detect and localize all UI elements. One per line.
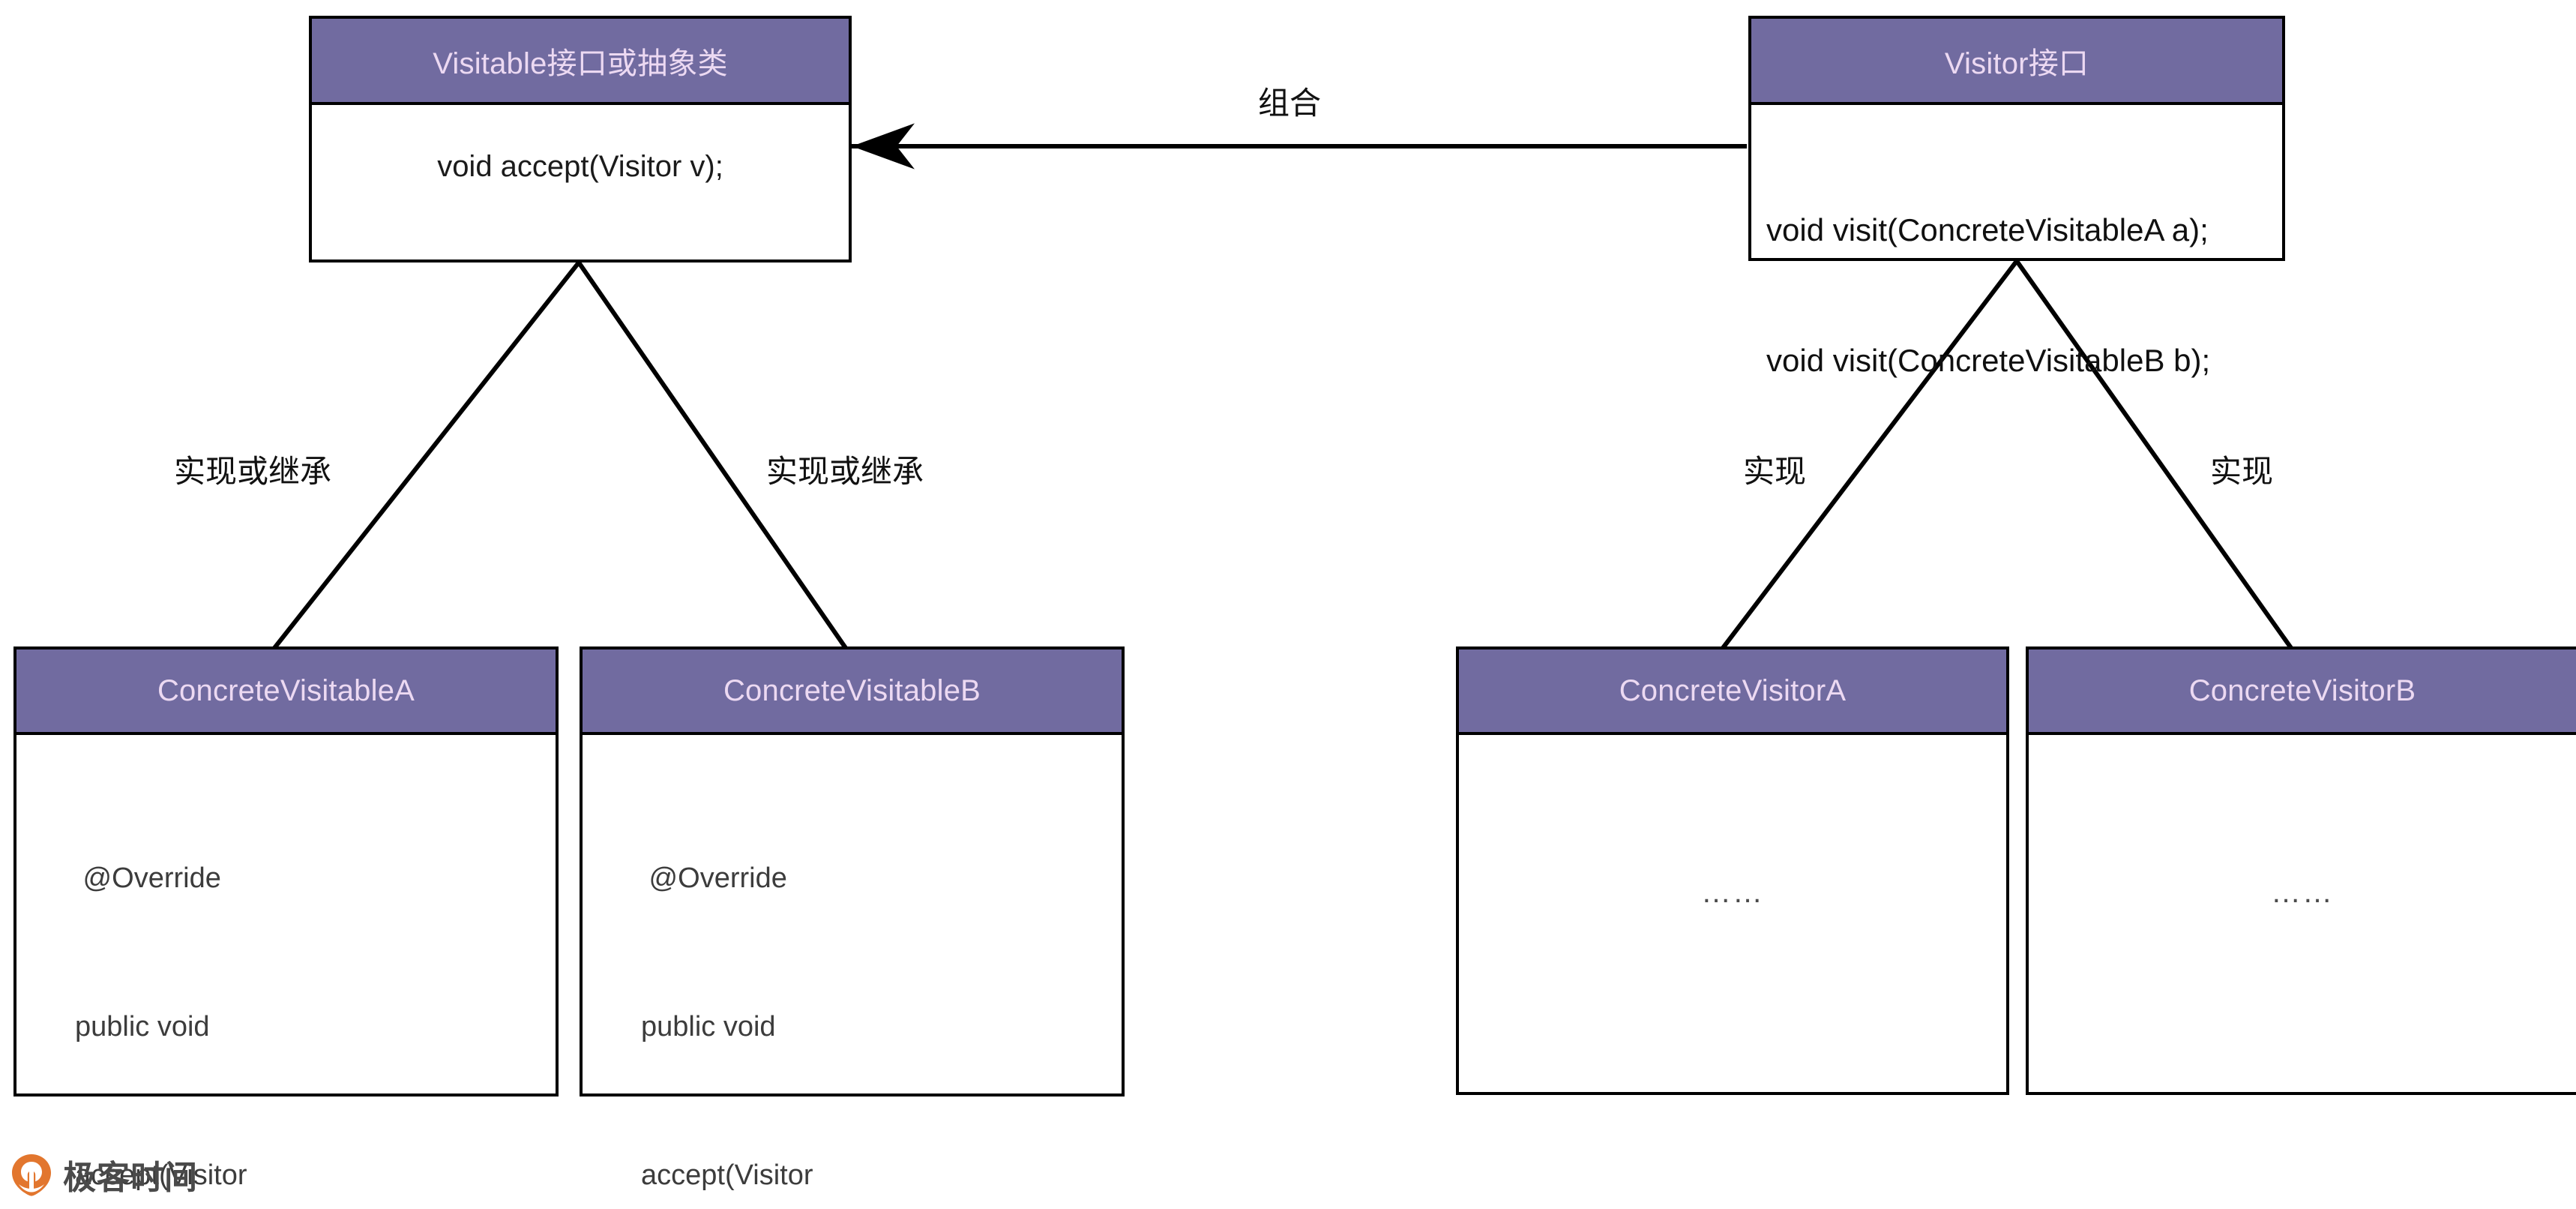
code-block: @Override public void accept(Visitor v){…: [641, 754, 821, 1209]
watermark-brand: 极客时间: [63, 1159, 198, 1197]
class-members-concrete-visitor-a: ……: [1459, 735, 2006, 1089]
edge-label-visitor-b: 实现: [2210, 454, 2274, 489]
member-accept: void accept(Visitor v);: [437, 150, 723, 183]
member-visit-a: void visit(ConcreteVisitableA a);: [1766, 212, 2209, 248]
class-members-concrete-visitable-b: @Override public void accept(Visitor v){…: [583, 735, 1122, 1191]
class-title-visitable: Visitable接口或抽象类: [312, 19, 849, 105]
class-title-text: ConcreteVisitableA: [157, 674, 415, 707]
watermark: 极客时间: [10, 1150, 198, 1198]
class-members-visitable: void accept(Visitor v);: [312, 105, 849, 256]
edge-label-visitor-a: 实现: [1743, 454, 1807, 489]
member-visit-b: void visit(ConcreteVisitableB b);: [1766, 343, 2211, 378]
class-box-visitor[interactable]: Visitor接口 void visit(ConcreteVisitableA …: [1748, 16, 2285, 378]
class-box-visitable[interactable]: Visitable接口或抽象类 void accept(Visitor v);: [309, 16, 852, 262]
edge-label-composition: 组合: [1258, 86, 1322, 121]
visitor-signature-list: void visit(ConcreteVisitableA a); void v…: [1766, 122, 2275, 470]
code-block: @Override public void accept(Visitor v){…: [75, 754, 255, 1209]
class-title-text: ConcreteVisitableB: [723, 674, 981, 707]
class-box-concrete-visitable-a[interactable]: ConcreteVisitableA @Override public void…: [13, 646, 559, 1191]
class-box-concrete-visitor-b[interactable]: ConcreteVisitorB ……: [2026, 646, 2576, 1095]
code-line: public void: [75, 1011, 210, 1042]
class-title-concrete-visitable-b: ConcreteVisitableB: [583, 650, 1122, 735]
code-line: @Override: [75, 862, 221, 894]
code-line: accept(Visitor: [641, 1160, 813, 1191]
ellipsis-placeholder: ……: [1701, 876, 1764, 909]
class-title-concrete-visitor-a: ConcreteVisitorA: [1459, 650, 2006, 735]
class-title-visitor: Visitor接口: [1751, 19, 2282, 105]
class-members-concrete-visitor-b: ……: [2029, 735, 2576, 1089]
class-title-concrete-visitable-a: ConcreteVisitableA: [16, 650, 556, 735]
class-title-text: ConcreteVisitorA: [1619, 674, 1847, 707]
geektime-logo-icon: [10, 1153, 52, 1196]
class-box-concrete-visitor-a[interactable]: ConcreteVisitorA ……: [1456, 646, 2009, 1095]
class-title-text: Visitable接口或抽象类: [433, 46, 728, 80]
edge-label-visitable-a: 实现或继承: [174, 454, 332, 489]
class-members-visitor: void visit(ConcreteVisitableA a); void v…: [1751, 105, 2282, 378]
ellipsis-placeholder: ……: [2271, 876, 2334, 909]
code-line: public void: [641, 1011, 776, 1042]
class-title-text: ConcreteVisitorB: [2188, 674, 2416, 707]
edge-label-visitable-b: 实现或继承: [766, 454, 924, 489]
class-box-concrete-visitable-b[interactable]: ConcreteVisitableB @Override public void…: [580, 646, 1125, 1191]
class-title-text: Visitor接口: [1944, 46, 2089, 80]
class-members-concrete-visitable-a: @Override public void accept(Visitor v){…: [16, 735, 556, 1191]
class-title-concrete-visitor-b: ConcreteVisitorB: [2029, 650, 2576, 735]
code-line: accept(Visitor: [75, 1160, 247, 1191]
code-line: @Override: [641, 862, 787, 894]
